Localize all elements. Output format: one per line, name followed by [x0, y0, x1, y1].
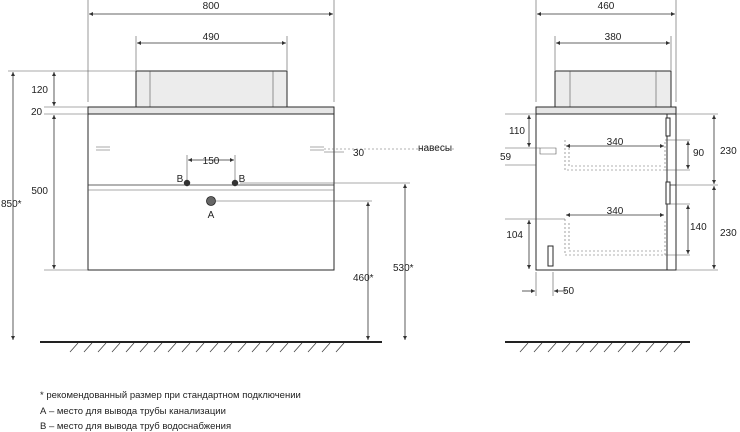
side-drawer-2-outline	[564, 219, 666, 256]
dim-height-a-label: 460*	[353, 273, 374, 284]
dim-bottom-gap-label: 104	[506, 230, 523, 241]
note-recommended: * рекомендованный размер при стандартном…	[40, 390, 301, 401]
legend-notes: * рекомендованный размер при стандартном…	[40, 390, 301, 432]
side-drawer-2-inner	[568, 223, 662, 252]
hinges-label: навесы	[418, 143, 452, 154]
side-view: 460 380 340 340	[500, 0, 737, 353]
front-basin	[135, 70, 288, 108]
water-pipe-point-right	[231, 179, 239, 187]
dim-drawer-front-1-label: 230	[720, 146, 737, 157]
side-drawer-1-outline	[564, 140, 666, 171]
side-basin	[554, 70, 672, 108]
dim-basin-height-label: 120	[31, 85, 48, 96]
dim-depth-label: 460	[598, 1, 615, 12]
front-floor-hatch	[69, 342, 345, 353]
dim-width-label: 800	[203, 1, 220, 12]
side-handle	[665, 181, 671, 205]
side-floor-hatch	[519, 342, 683, 353]
dim-pipe-spacing-label: 150	[203, 156, 220, 167]
side-countertop	[535, 106, 677, 115]
note-drain: А – место для вывода трубы канализации	[40, 406, 226, 417]
side-handle-top	[665, 117, 671, 137]
dim-drawer-front-2-label: 230	[720, 228, 737, 239]
side-hinge	[539, 147, 557, 155]
dim-drawer-height-1-label: 90	[693, 148, 705, 159]
side-cabinet-body	[535, 113, 668, 271]
water-pipe-point-left	[183, 179, 191, 187]
dim-basin-width-label: 490	[203, 32, 220, 43]
label-b-right: B	[239, 174, 246, 185]
dim-body-height-label: 500	[31, 186, 48, 197]
note-water: В – место для вывода труб водоснабжения	[40, 421, 231, 432]
dim-drawer-depth-2-label: 340	[607, 206, 624, 217]
dim-total-height-label: 850*	[1, 199, 22, 210]
hinge-mark-left	[96, 146, 110, 151]
dim-hinge-top-label: 110	[509, 126, 525, 137]
dim-wall-offset-label: 50	[563, 286, 575, 297]
front-view: 800 490 30 навесы 150 B B A	[1, 0, 455, 353]
front-cabinet-body	[87, 113, 335, 271]
dim-basin-depth-label: 380	[605, 32, 622, 43]
side-drawer-1-inner	[568, 144, 662, 167]
front-countertop	[87, 106, 335, 115]
dim-top-thickness-label: 20	[31, 107, 43, 118]
dim-drawer-height-2-label: 140	[690, 222, 707, 233]
dim-hinge-offset-label: 30	[353, 148, 365, 159]
dim-drawer-depth-1-label: 340	[607, 137, 624, 148]
dim-hinge-gap-label: 59	[500, 152, 512, 163]
dim-height-b-label: 530*	[393, 263, 414, 274]
hinge-mark-right	[310, 146, 324, 151]
side-foot	[547, 245, 554, 267]
drain-pipe-point	[206, 196, 216, 206]
label-a: A	[208, 210, 215, 221]
label-b-left: B	[177, 174, 184, 185]
